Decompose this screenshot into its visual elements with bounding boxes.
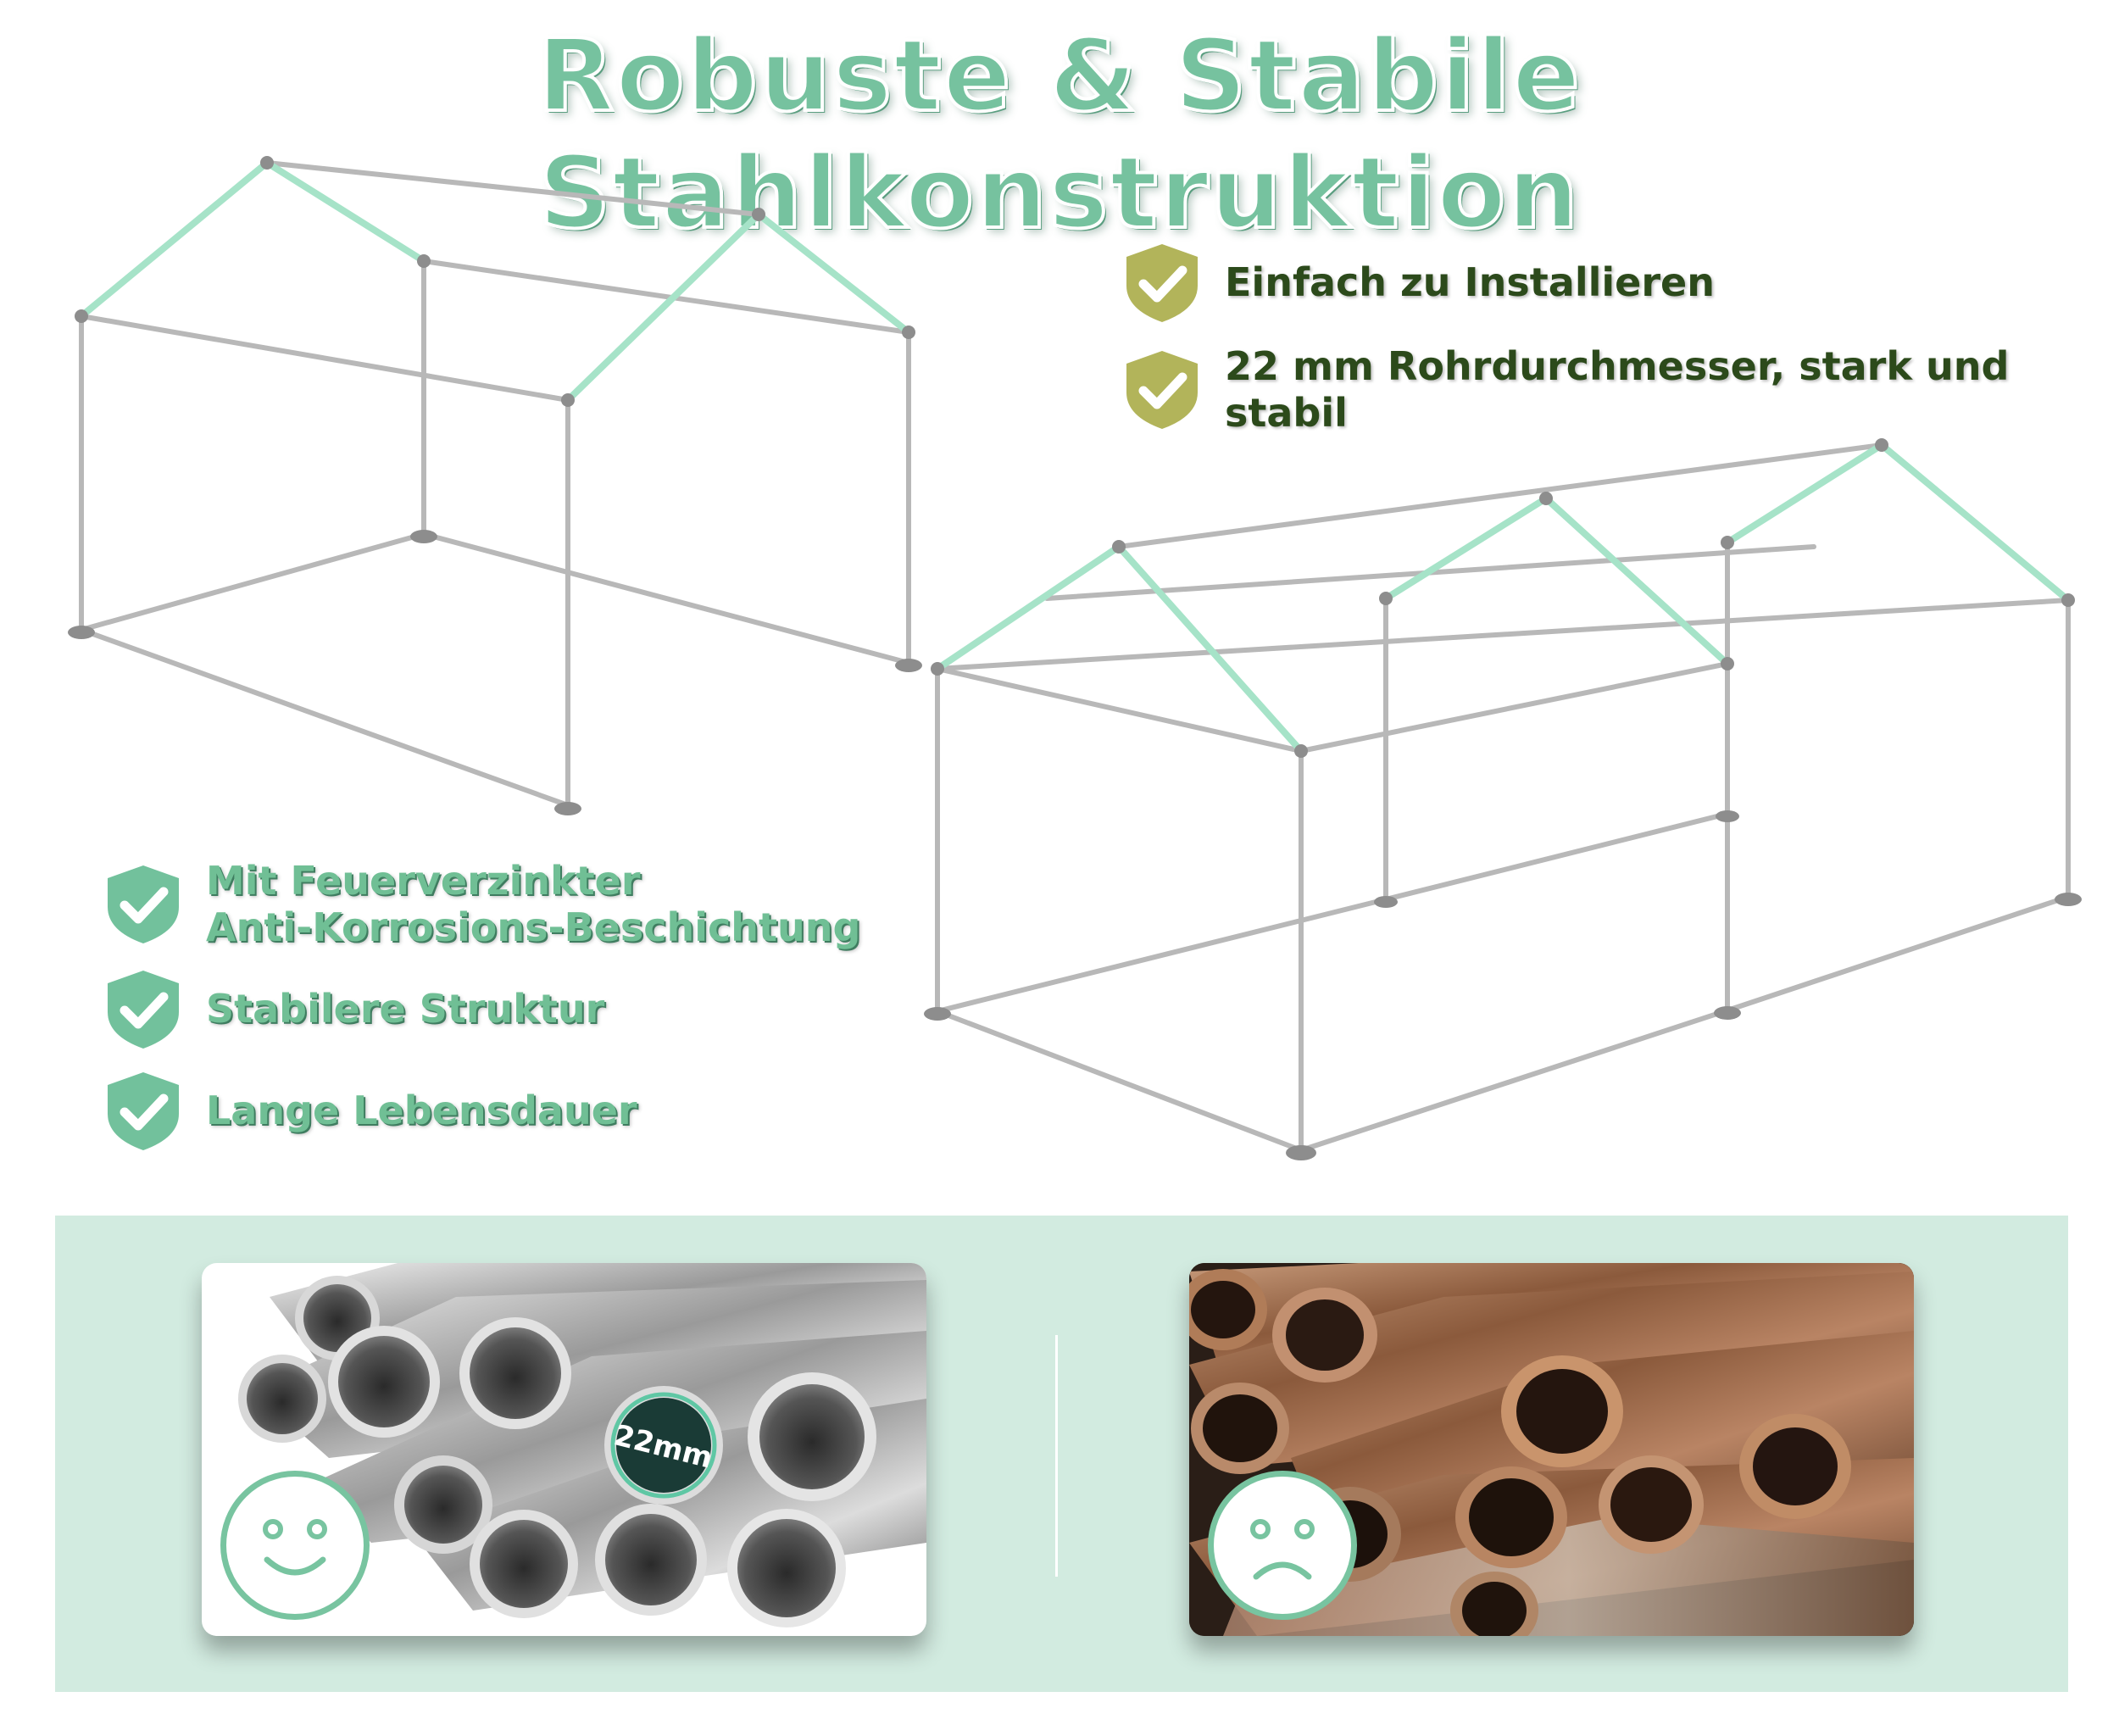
check-badge-icon (108, 1072, 179, 1150)
feature-stable-structure: Stabilere Struktur (104, 968, 604, 1051)
feature-label: Einfach zu Installieren (1225, 259, 1715, 306)
rusty-pipes-image (1189, 1263, 1914, 1636)
rusty-pipes-illustration (1189, 1263, 1914, 1636)
comparison-divider (1055, 1335, 1058, 1577)
headline: Robuste & Stabile Stahlkonstruktion (536, 15, 1582, 253)
feature-label-line1: Mit Feuerverzinkter (206, 858, 641, 904)
feature-galvanized-coating: Mit Feuerverzinkter Anti-Korrosions-Besc… (104, 858, 860, 951)
feature-label-line2: Anti-Korrosions-Beschichtung (206, 904, 861, 951)
sad-face-icon (1208, 1471, 1357, 1620)
feature-easy-install: Einfach zu Installieren (1123, 242, 1715, 325)
feature-long-lifespan: Lange Lebensdauer (104, 1070, 637, 1153)
feature-pipe-diameter: 22 mm Rohrdurchmesser, stark und stabil (1123, 343, 2119, 437)
feature-label: Stabilere Struktur (206, 986, 605, 1032)
large-greenhouse-frame (924, 438, 2082, 1160)
check-badge-icon (108, 971, 179, 1049)
check-badge-icon (108, 865, 179, 944)
feature-label: Mit Feuerverzinkter Anti-Korrosions-Besc… (206, 858, 860, 951)
feature-label: Lange Lebensdauer (206, 1088, 637, 1134)
check-badge-icon (1126, 351, 1198, 430)
feature-label: 22 mm Rohrdurchmesser, stark und stabil (1225, 343, 2010, 437)
steel-pipes-illustration: 22mm (238, 1263, 926, 1628)
smiley-face-icon (220, 1471, 370, 1620)
small-greenhouse-frame (68, 156, 922, 815)
check-badge-icon (1126, 244, 1198, 322)
galvanized-pipes-image: 22mm (202, 1263, 926, 1636)
